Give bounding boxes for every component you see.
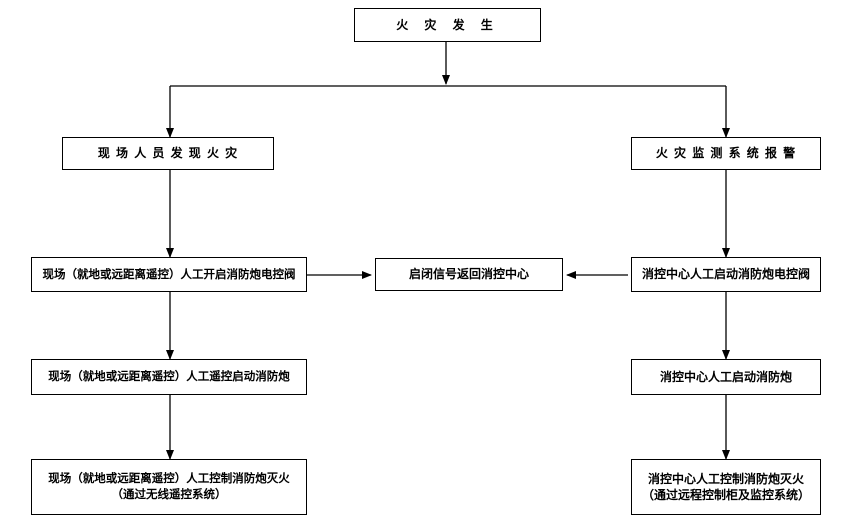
node-onsite-discover-label: 现 场 人 员 发 现 火 灾: [97, 146, 239, 161]
node-right-open-valve-label: 消控中心人工启动消防炮电控阀: [641, 267, 810, 282]
node-right-extinguish: 消控中心人工控制消防炮灭火 （通过远程控制柜及监控系统）: [631, 459, 821, 515]
node-right-start-cannon: 消控中心人工启动消防炮: [631, 359, 821, 395]
node-left-start-cannon: 现场（就地或远距离遥控）人工遥控启动消防炮: [31, 359, 307, 395]
node-onsite-discover: 现 场 人 员 发 现 火 灾: [62, 137, 274, 170]
node-left-open-valve: 现场（就地或远距离遥控）人工开启消防炮电控阀: [31, 257, 307, 292]
node-fire-occurs-label: 火 灾 发 生: [396, 17, 499, 32]
node-right-start-cannon-label: 消控中心人工启动消防炮: [659, 369, 792, 384]
node-left-open-valve-label: 现场（就地或远距离遥控）人工开启消防炮电控阀: [42, 266, 296, 281]
node-monitor-alarm: 火 灾 监 测 系 统 报 警: [631, 137, 821, 170]
node-left-extinguish: 现场（就地或远距离遥控）人工控制消防炮灭火 （通过无线遥控系统）: [31, 459, 307, 515]
node-monitor-alarm-label: 火 灾 监 测 系 统 报 警: [655, 146, 797, 161]
node-right-extinguish-line2: （通过远程控制柜及监控系统）: [641, 488, 810, 502]
node-left-extinguish-line2: （通过无线遥控系统）: [111, 487, 227, 501]
node-left-start-cannon-label: 现场（就地或远距离遥控）人工遥控启动消防炮: [48, 369, 290, 384]
node-left-extinguish-line1: 现场（就地或远距离遥控）人工控制消防炮灭火: [48, 471, 290, 486]
node-center-signal: 启闭信号返回消控中心: [375, 258, 563, 291]
node-center-signal-label: 启闭信号返回消控中心: [408, 267, 529, 282]
node-right-extinguish-line1: 消控中心人工控制消防炮灭火: [647, 471, 804, 486]
node-right-open-valve: 消控中心人工启动消防炮电控阀: [631, 257, 821, 292]
node-fire-occurs: 火 灾 发 生: [354, 8, 541, 42]
